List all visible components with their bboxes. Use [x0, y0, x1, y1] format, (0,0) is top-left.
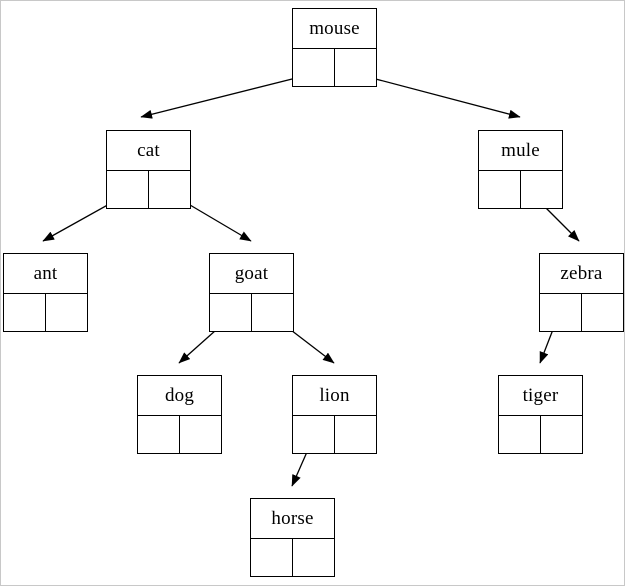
- right-pointer-cell[interactable]: [521, 171, 562, 208]
- left-pointer-cell[interactable]: [499, 416, 541, 453]
- node-label: cat: [107, 131, 190, 171]
- tree-node-lion[interactable]: lion: [292, 375, 377, 454]
- node-pointer-cells: [251, 539, 334, 576]
- right-pointer-cell[interactable]: [335, 49, 376, 86]
- node-label: goat: [210, 254, 293, 294]
- node-pointer-cells: [479, 171, 562, 208]
- node-label: tiger: [499, 376, 582, 416]
- node-label: zebra: [540, 254, 623, 294]
- right-pointer-cell[interactable]: [252, 294, 293, 331]
- left-pointer-cell[interactable]: [479, 171, 521, 208]
- tree-node-dog[interactable]: dog: [137, 375, 222, 454]
- node-pointer-cells: [210, 294, 293, 331]
- right-pointer-cell[interactable]: [149, 171, 190, 208]
- node-pointer-cells: [107, 171, 190, 208]
- right-pointer-cell[interactable]: [180, 416, 221, 453]
- left-pointer-cell[interactable]: [210, 294, 252, 331]
- node-pointer-cells: [540, 294, 623, 331]
- right-pointer-cell[interactable]: [541, 416, 582, 453]
- left-pointer-cell[interactable]: [293, 416, 335, 453]
- left-pointer-cell[interactable]: [293, 49, 335, 86]
- left-pointer-cell[interactable]: [540, 294, 582, 331]
- left-pointer-cell[interactable]: [107, 171, 149, 208]
- node-pointer-cells: [293, 416, 376, 453]
- left-pointer-cell[interactable]: [4, 294, 46, 331]
- edge-mouse-to-mule: [352, 72, 521, 119]
- left-pointer-cell[interactable]: [138, 416, 180, 453]
- right-pointer-cell[interactable]: [46, 294, 87, 331]
- node-label: lion: [293, 376, 376, 416]
- edge-mouse-to-cat: [140, 72, 317, 119]
- left-pointer-cell[interactable]: [251, 539, 293, 576]
- tree-node-tiger[interactable]: tiger: [498, 375, 583, 454]
- node-label: horse: [251, 499, 334, 539]
- tree-node-zebra[interactable]: zebra: [539, 253, 624, 332]
- tree-node-goat[interactable]: goat: [209, 253, 294, 332]
- tree-node-mule[interactable]: mule: [478, 130, 563, 209]
- tree-node-ant[interactable]: ant: [3, 253, 88, 332]
- node-pointer-cells: [4, 294, 87, 331]
- node-label: mouse: [293, 9, 376, 49]
- node-pointer-cells: [138, 416, 221, 453]
- node-pointer-cells: [293, 49, 376, 86]
- node-pointer-cells: [499, 416, 582, 453]
- tree-node-horse[interactable]: horse: [250, 498, 335, 577]
- right-pointer-cell[interactable]: [582, 294, 623, 331]
- tree-node-mouse[interactable]: mouse: [292, 8, 377, 87]
- tree-node-cat[interactable]: cat: [106, 130, 191, 209]
- right-pointer-cell[interactable]: [335, 416, 376, 453]
- right-pointer-cell[interactable]: [293, 539, 334, 576]
- node-label: mule: [479, 131, 562, 171]
- node-label: dog: [138, 376, 221, 416]
- node-label: ant: [4, 254, 87, 294]
